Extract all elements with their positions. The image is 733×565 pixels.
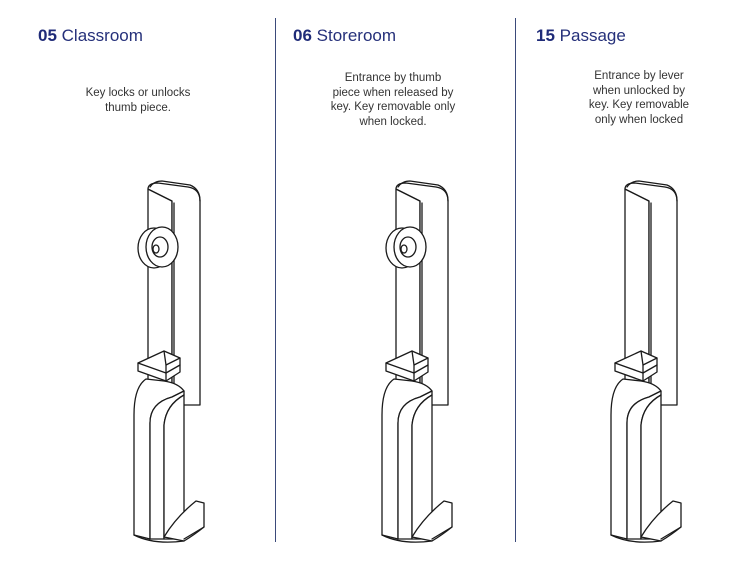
function-title: 05 Classroom [38, 26, 143, 46]
thumb-piece-knob [385, 226, 427, 269]
function-description: Entrance by thumb piece when released by… [312, 71, 474, 129]
description-line: Entrance by lever [594, 70, 684, 82]
function-title: 15 Passage [536, 26, 626, 46]
function-card-passage: 15 Passage Entrance by lever when unlock… [516, 0, 733, 565]
description-line: piece when released by [332, 86, 454, 99]
function-code: 15 [536, 26, 555, 45]
function-title: 06 Storeroom [293, 26, 396, 46]
function-description: Key locks or unlocks thumb piece. [68, 86, 208, 115]
description-line: when unlocked by [592, 84, 686, 97]
function-name: Classroom [61, 26, 143, 45]
description-line: Entrance by thumb [344, 72, 442, 84]
function-card-storeroom: 06 Storeroom Entrance by thumb piece whe… [276, 0, 515, 565]
handleset-thumb-turn-icon [381, 180, 453, 543]
description-line: key. Key removable [588, 99, 690, 111]
handleset-plain-icon [610, 180, 682, 543]
description-line: key. Key removable only [330, 101, 456, 113]
thumb-piece-knob [137, 226, 179, 269]
function-name: Passage [559, 26, 626, 45]
description-line: thumb piece. [105, 101, 171, 114]
handleset-thumb-turn-icon [133, 180, 205, 543]
function-name: Storeroom [316, 26, 397, 45]
column-divider [515, 18, 516, 542]
description-line: Key locks or unlocks [85, 87, 191, 99]
function-description: Entrance by lever when unlocked by key. … [574, 69, 704, 127]
function-code: 06 [293, 26, 312, 45]
description-line: only when locked [594, 113, 684, 126]
column-divider [275, 18, 276, 542]
function-code: 05 [38, 26, 57, 45]
function-card-classroom: 05 Classroom Key locks or unlocks thumb … [0, 0, 275, 565]
description-line: when locked. [359, 115, 427, 128]
